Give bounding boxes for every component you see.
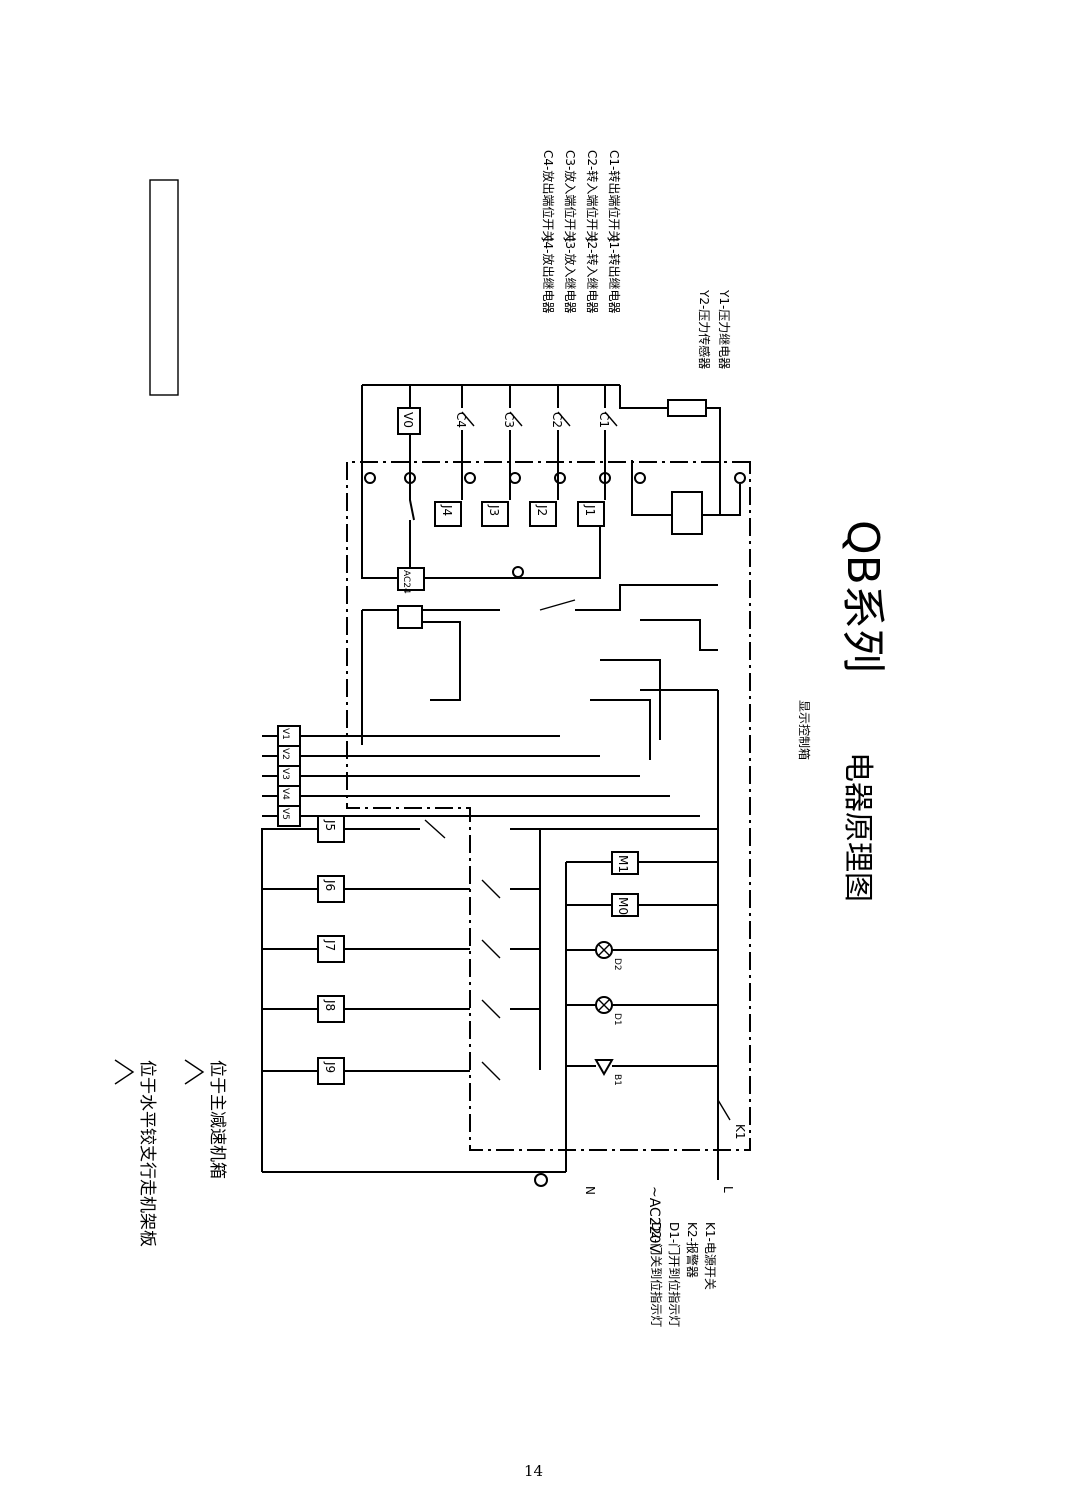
valve-v5-label: V5 <box>280 808 290 820</box>
note-j4: J4-放出继电器 <box>541 237 556 314</box>
relay-coils-top: J1 J2 J3 J4 AC24 <box>397 501 605 594</box>
note-j3: J3-放入继电器 <box>563 237 578 314</box>
relay-j9-label: J9 <box>323 1061 337 1073</box>
valve-v4: V4 <box>277 785 301 807</box>
switch-c3: C3 <box>502 412 516 428</box>
valve-v2-label: V2 <box>280 748 290 760</box>
coil-ac24: AC24 <box>401 570 411 594</box>
valve-v1: V1 <box>277 725 301 747</box>
control-box-label: 显示控制箱 <box>797 700 812 760</box>
rail-l-label: L <box>721 1186 735 1193</box>
coil-j2: J2 <box>535 504 549 516</box>
coil-j3: J3 <box>487 504 501 516</box>
bottom-right-notes: K1-电源开关 K2-报警器 D1-门开到位指示灯 D2-门关到位指示灯 <box>649 1222 717 1327</box>
valve-v5: V5 <box>277 805 301 827</box>
note-c2: C2-转入端位开关 <box>585 150 600 242</box>
note-y2: Y2-压力传感器 <box>697 289 712 369</box>
valve-v1-label: V1 <box>280 728 290 740</box>
valve-bank: V1 V2 V3 V4 V5 <box>262 725 700 827</box>
switch-section: C1 C2 C3 C4 V0 <box>361 384 620 579</box>
power-rails: L N ~AC220V <box>261 690 735 1254</box>
terminal-row <box>364 472 746 578</box>
meter-m0-label: M0 <box>616 897 630 915</box>
diagram-subtitle: 电器原理图 <box>840 752 875 902</box>
note-d1: D1-门开到位指示灯 <box>667 1222 682 1327</box>
relay-row: J5 J6 J7 J8 J9 <box>262 815 718 1085</box>
relay-j8: J8 <box>317 995 345 1023</box>
note-k2: K2-报警器 <box>685 1222 700 1278</box>
valve-v2: V2 <box>277 745 301 767</box>
relay-notes-mid: J1-转出继电器 J2-转入继电器 J3-放入继电器 J4-放出继电器 <box>541 237 622 314</box>
note-y1: Y1-压力继电器 <box>717 289 731 369</box>
note-c4: C4-放出端位开关 <box>541 150 556 242</box>
note-k1: K1-电源开关 <box>703 1222 717 1290</box>
valve-v4-label: V4 <box>280 788 290 800</box>
meter-m1-label: M1 <box>616 855 630 873</box>
page-number: 14 <box>523 1462 544 1480</box>
relay-j7: J7 <box>317 935 345 963</box>
switch-c4: C4 <box>454 412 468 428</box>
relay-j9: J9 <box>317 1057 345 1085</box>
note-c3: C3-放入端位开关 <box>563 150 578 242</box>
relay-j7-label: J7 <box>323 939 337 951</box>
group-gearbox: 位于主减速机箱 <box>184 1059 227 1179</box>
legend-box <box>149 179 179 396</box>
switch-k1-label: K1 <box>733 1124 747 1140</box>
buzzer-icon <box>594 1059 614 1077</box>
relay-j6: J6 <box>317 875 345 903</box>
valve-v3-label: V3 <box>280 768 290 780</box>
relay-notes-right: Y1-压力继电器 Y2-压力传感器 <box>697 289 731 369</box>
buzzer-label: B1 <box>612 1074 622 1086</box>
valve-v0: V0 <box>401 412 415 428</box>
coil-j1: J1 <box>583 504 597 516</box>
note-j1: J1-转出继电器 <box>607 237 622 314</box>
note-d2: D2-门关到位指示灯 <box>649 1222 664 1327</box>
control-box-boundary <box>346 461 751 1151</box>
relay-j8-label: J8 <box>323 999 337 1011</box>
logic-section <box>361 584 718 760</box>
lamp-d1-label: D1 <box>612 1013 622 1026</box>
group-frame: 位于水平铰支行走机架板 <box>114 1059 157 1247</box>
relay-j5-label: J5 <box>323 819 337 831</box>
indicator-section: M1 M0 D2 D1 B1 K1 <box>565 851 747 1172</box>
rail-n-label: N <box>583 1186 597 1195</box>
pressure-section <box>619 385 741 535</box>
relay-j6-label: J6 <box>323 879 337 891</box>
switch-notes: C1-转出端位开关 C2-转入端位开关 C3-放入端位开关 C4-放出端位开关 <box>541 150 622 242</box>
lamp-d2-label: D2 <box>612 958 622 971</box>
note-c1: C1-转出端位开关 <box>607 150 622 242</box>
switch-c1: C1 <box>597 412 611 428</box>
relay-j5: J5 <box>317 815 345 843</box>
group-gearbox-label: 位于主减速机箱 <box>207 1060 227 1179</box>
supply-label: ~AC220V <box>646 1186 662 1254</box>
switch-c2: C2 <box>550 412 564 428</box>
diagram-title: QB系列 <box>837 520 888 673</box>
note-j2: J2-转入继电器 <box>585 237 600 314</box>
coil-j4: J4 <box>440 504 454 516</box>
group-frame-label: 位于水平铰支行走机架板 <box>137 1060 157 1247</box>
valve-v3: V3 <box>277 765 301 787</box>
